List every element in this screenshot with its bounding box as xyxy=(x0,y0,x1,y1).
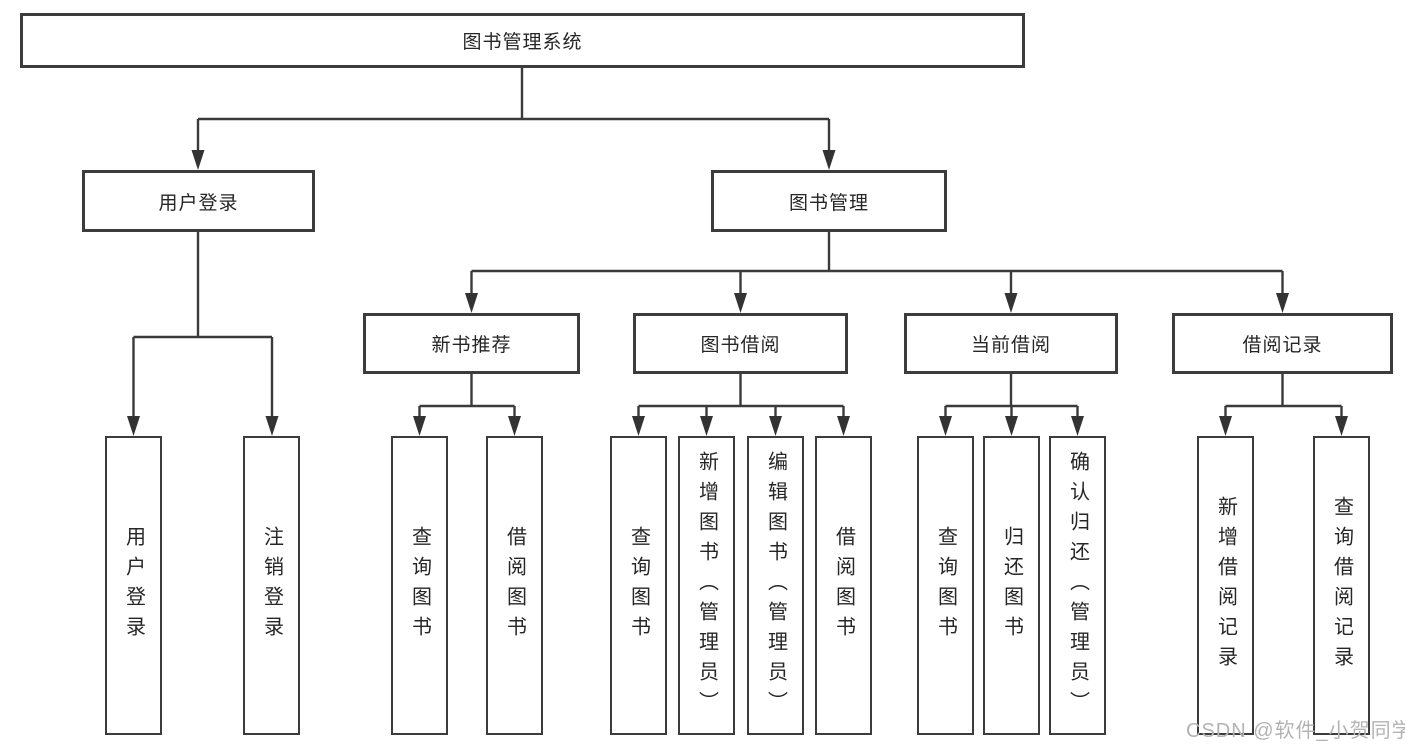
leaf-edit-books-admin: 编辑图书（管理员） xyxy=(747,436,804,735)
arrowhead xyxy=(632,416,645,436)
leaf-label: 编辑图书（管理员） xyxy=(764,450,787,721)
arrowhead xyxy=(265,416,279,436)
arrowhead xyxy=(508,416,521,436)
arrowhead xyxy=(700,416,713,436)
leaf-add-borrow-record: 新增借阅记录 xyxy=(1197,436,1254,735)
leaf-label: 确认归还（管理员） xyxy=(1066,450,1089,721)
leaf-logout: 注销登录 xyxy=(243,436,300,735)
edge-currentborrow-to-leaves xyxy=(944,374,1079,418)
arrowhead xyxy=(939,416,952,436)
node-user-login: 用户登录 xyxy=(82,170,315,232)
arrowhead xyxy=(1004,293,1018,313)
edge-root-to-level2 xyxy=(196,68,831,152)
edge-userlogin-to-leaves xyxy=(132,232,274,418)
leaf-query-borrow-record: 查询借阅记录 xyxy=(1313,436,1370,735)
arrowhead xyxy=(1276,293,1289,313)
leaf-return-books: 归还图书 xyxy=(983,436,1040,735)
node-book-management: 图书管理 xyxy=(711,170,947,232)
arrowhead xyxy=(822,150,836,170)
leaf-label: 借阅图书 xyxy=(503,525,526,646)
leaf-label: 查询借阅记录 xyxy=(1330,495,1353,676)
edge-bookborrow-to-leaves xyxy=(637,374,845,418)
csdn-watermark: CSDN @软件_小贺同学 xyxy=(1186,720,1405,742)
arrowhead xyxy=(1005,416,1018,436)
arrowhead xyxy=(837,416,850,436)
leaf-label: 查询图书 xyxy=(934,525,957,646)
node-new-book-recommend: 新书推荐 xyxy=(363,313,580,374)
leaf-user-login: 用户登录 xyxy=(105,436,162,735)
leaf-label: 借阅图书 xyxy=(832,525,855,646)
arrowhead xyxy=(1335,416,1348,436)
edge-bookmgmt-to-level3 xyxy=(470,232,1284,295)
node-borrow-records: 借阅记录 xyxy=(1172,313,1393,374)
leaf-borrow-books-1: 借阅图书 xyxy=(486,436,543,735)
leaf-label: 归还图书 xyxy=(1000,525,1023,646)
leaf-confirm-return-admin: 确认归还（管理员） xyxy=(1049,436,1106,735)
arrowhead xyxy=(413,416,426,436)
arrowhead xyxy=(127,416,140,436)
leaf-label: 新增图书（管理员） xyxy=(695,450,718,721)
edge-borrowrecords-to-leaves xyxy=(1224,374,1343,418)
arrowhead xyxy=(734,293,747,313)
leaf-label: 用户登录 xyxy=(122,525,145,646)
node-book-borrow: 图书借阅 xyxy=(633,313,848,374)
node-library-management-system: 图书管理系统 xyxy=(20,13,1025,68)
leaf-label: 新增借阅记录 xyxy=(1214,495,1237,676)
arrowhead xyxy=(465,293,478,313)
arrowhead xyxy=(769,416,782,436)
edge-newbookrec-to-leaves xyxy=(418,374,516,418)
leaf-query-books-1: 查询图书 xyxy=(391,436,448,735)
leaf-label: 注销登录 xyxy=(260,525,283,646)
arrowhead xyxy=(1219,416,1232,436)
arrowhead xyxy=(1071,416,1084,436)
arrowhead xyxy=(191,150,205,170)
leaf-label: 查询图书 xyxy=(627,525,650,646)
node-current-borrow: 当前借阅 xyxy=(904,313,1118,374)
leaf-label: 查询图书 xyxy=(408,525,431,646)
leaf-borrow-books-2: 借阅图书 xyxy=(815,436,872,735)
leaf-query-books-3: 查询图书 xyxy=(917,436,974,735)
leaf-add-books-admin: 新增图书（管理员） xyxy=(678,436,735,735)
leaf-query-books-2: 查询图书 xyxy=(610,436,667,735)
